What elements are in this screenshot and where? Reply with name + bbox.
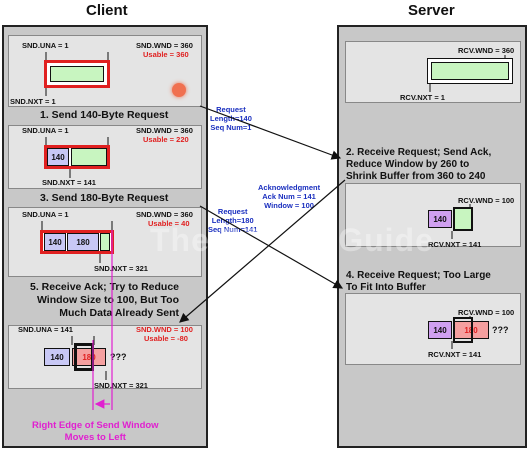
c5-snd-una: SND.UNA = 141 (18, 325, 73, 334)
c5-seg-140: 140 (44, 348, 70, 366)
c3-usable: Usable = 40 (148, 219, 190, 228)
step3-text: 3. Send 180-Byte Request (40, 192, 169, 204)
c5-snd-wnd: SND.WND = 100 (136, 325, 193, 334)
step2-text: 2. Receive Request; Send Ack, Reduce Win… (346, 147, 492, 182)
c2-usable: Usable = 220 (143, 135, 189, 144)
server-header: Server (408, 2, 455, 19)
req2-arrow (199, 205, 344, 289)
req1-arrow (199, 105, 342, 160)
c2-snd-wnd: SND.WND = 360 (136, 126, 193, 135)
c5-seg-180: 180 (72, 348, 106, 366)
c5-usable: Usable = -80 (144, 334, 188, 343)
c1-window-bar (44, 60, 110, 88)
pointer-markers (41, 52, 506, 380)
c2-green-fill (71, 148, 107, 166)
client-header: Client (86, 2, 128, 19)
s1-window-bar (427, 58, 513, 84)
c1-snd-nxt: SND.NXT = 1 (10, 97, 56, 106)
s1-rcv-nxt: RCV.NXT = 1 (400, 93, 445, 102)
s2-rcv-wnd: RCV.WND = 100 (458, 196, 515, 205)
s2-seg-140: 140 (428, 210, 452, 228)
c2-snd-una: SND.UNA = 1 (22, 126, 69, 135)
s4-window-bar (453, 317, 473, 343)
s4-rcv-wnd: RCV.WND = 100 (458, 308, 515, 317)
c3-seg-180: 180 (67, 233, 99, 251)
ack-label: Acknowledgment Ack Num = 141 Window = 10… (258, 183, 321, 210)
c1-usable: Usable = 360 (143, 50, 189, 59)
s1-rcv-wnd: RCV.WND = 360 (458, 46, 515, 55)
right-edge-indicator (92, 230, 113, 410)
req1-label: Request Length=140 Seq Num=1 (210, 105, 252, 132)
watermark-text: The TCP/IP Guide (150, 222, 434, 258)
decorative-orange-dot (172, 83, 186, 97)
c3-seg-140: 140 (44, 233, 66, 251)
s4-seg-140: 140 (428, 321, 452, 339)
s4-unknown: ??? (492, 325, 509, 335)
c3-snd-nxt: SND.NXT = 321 (94, 264, 148, 273)
c5-unknown: ??? (110, 352, 127, 362)
client-inner-box-5 (8, 325, 202, 389)
server-panel (337, 25, 527, 448)
step5-text: 5. Receive Ack; Try to Reduce Window Siz… (30, 281, 180, 319)
ack-arrow (179, 179, 346, 323)
c3-green-fill (100, 233, 110, 251)
c1-snd-wnd: SND.WND = 360 (136, 41, 193, 50)
step4-text: 4. Receive Request; Too Large To Fit Int… (346, 270, 491, 293)
s2-window-bar (453, 207, 473, 231)
c1-snd-una: SND.UNA = 1 (22, 41, 69, 50)
s4-rcv-nxt: RCV.NXT = 141 (428, 350, 482, 359)
c3-snd-wnd: SND.WND = 360 (136, 210, 193, 219)
step1-text: 1. Send 140-Byte Request (40, 109, 169, 121)
c2-snd-nxt: SND.NXT = 141 (42, 178, 96, 187)
edge-note: Right Edge of Send Window Moves to Left (32, 420, 159, 443)
c3-snd-una: SND.UNA = 1 (22, 210, 69, 219)
c2-seg-140: 140 (47, 148, 69, 166)
c5-snd-nxt: SND.NXT = 321 (94, 381, 148, 390)
s2-rcv-nxt: RCV.NXT = 141 (428, 240, 482, 249)
